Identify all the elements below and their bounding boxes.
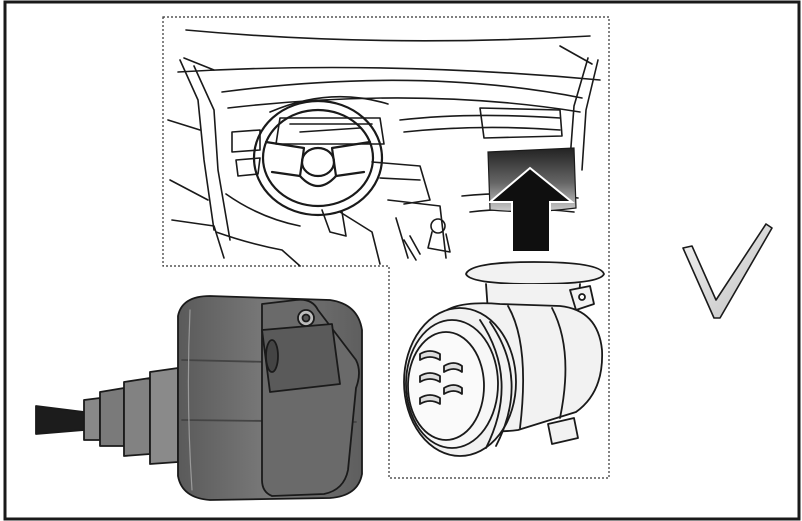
checkmark-icon <box>682 223 773 319</box>
cable <box>35 405 85 435</box>
up-arrow-icon <box>487 166 575 253</box>
trailer-adapter-icon <box>403 261 605 457</box>
trailer-socket-icon <box>35 295 363 501</box>
outer-border <box>3 0 801 521</box>
car-dashboard-icon <box>167 29 601 267</box>
detail-callout-outline <box>162 16 610 479</box>
steering-wheel-icon <box>252 99 384 217</box>
